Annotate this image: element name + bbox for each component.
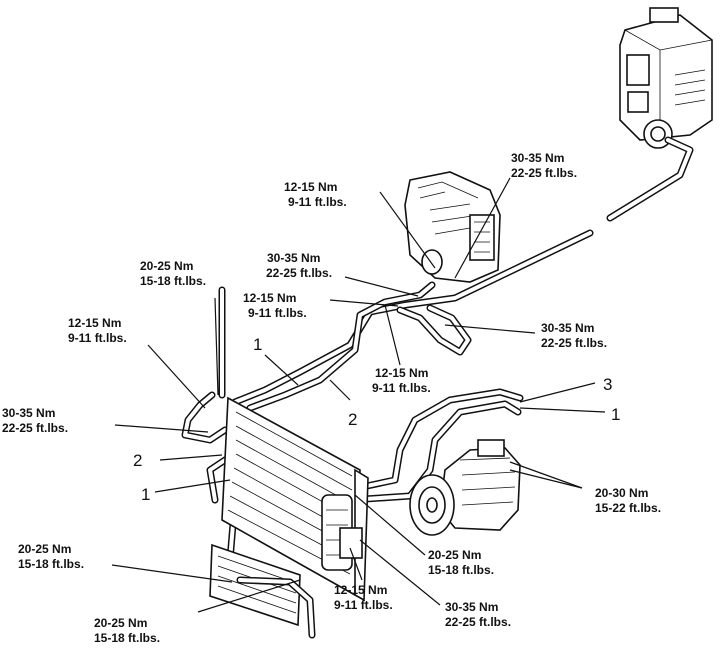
heater-hose — [606, 136, 694, 222]
callout-number: 3 — [603, 375, 612, 394]
torque-nm: 20-25 Nm — [94, 616, 147, 630]
torque-label-bottom-left: 20-25 Nm 15-18 ft.lbs. — [18, 542, 84, 571]
torque-nm: 30-35 Nm — [267, 251, 320, 265]
torque-ft: 15-18 ft.lbs. — [140, 274, 206, 288]
receiver-drier — [321, 494, 363, 571]
torque-label-compressor: 20-30 Nm 15-22 ft.lbs. — [595, 486, 661, 515]
torque-nm: 30-35 Nm — [511, 151, 564, 165]
torque-nm: 20-25 Nm — [140, 259, 193, 273]
torque-label-lower-center: 20-25 Nm 15-18 ft.lbs. — [428, 548, 494, 577]
torque-ft: 22-25 ft.lbs. — [266, 266, 332, 280]
callout-number: 1 — [141, 485, 150, 504]
torque-nm: 20-25 Nm — [428, 548, 481, 562]
torque-label-mid-lower: 12-15 Nm 9-11 ft.lbs. — [243, 291, 307, 320]
torque-nm: 20-25 Nm — [18, 542, 71, 556]
torque-nm: 12-15 Nm — [375, 366, 428, 380]
torque-nm: 30-35 Nm — [2, 406, 55, 420]
torque-label-left-mid: 30-35 Nm 22-25 ft.lbs. — [2, 406, 68, 435]
compressor — [409, 439, 521, 536]
torque-nm: 30-35 Nm — [541, 321, 594, 335]
torque-label-bottom-right: 30-35 Nm 22-25 ft.lbs. — [445, 600, 511, 629]
torque-ft: 22-25 ft.lbs. — [445, 615, 511, 629]
torque-ft: 9-11 ft.lbs. — [288, 195, 347, 209]
leader-lines — [111, 177, 606, 613]
torque-label-mid-upper: 30-35 Nm 22-25 ft.lbs. — [266, 251, 332, 280]
torque-ft: 22-25 ft.lbs. — [541, 336, 607, 350]
torque-ft: 22-25 ft.lbs. — [2, 421, 68, 435]
evaporator-unit — [404, 171, 501, 283]
torque-ft: 9-11 ft.lbs. — [68, 331, 127, 345]
torque-nm: 12-15 Nm — [334, 583, 387, 597]
torque-ft: 22-25 ft.lbs. — [511, 166, 577, 180]
torque-nm: 30-35 Nm — [445, 600, 498, 614]
callout-number: 2 — [133, 451, 142, 470]
torque-ft: 9-11 ft.lbs. — [334, 598, 393, 612]
torque-ft: 15-18 ft.lbs. — [18, 557, 84, 571]
torque-nm: 12-15 Nm — [68, 316, 121, 330]
callout-number: 2 — [348, 410, 357, 429]
torque-label-bottom-center: 12-15 Nm 9-11 ft.lbs. — [334, 583, 393, 612]
torque-label-right-mid: 30-35 Nm 22-25 ft.lbs. — [541, 321, 607, 350]
torque-label-evap-top-left: 12-15 Nm 9-11 ft.lbs. — [284, 180, 347, 209]
torque-label-evap-top-right: 30-35 Nm 22-25 ft.lbs. — [511, 151, 577, 180]
torque-label-bottom: 20-25 Nm 15-18 ft.lbs. — [94, 616, 160, 645]
torque-ft: 15-22 ft.lbs. — [595, 501, 661, 515]
callout-number: 1 — [611, 405, 620, 424]
torque-ft: 9-11 ft.lbs. — [248, 306, 307, 320]
torque-ft: 15-18 ft.lbs. — [94, 631, 160, 645]
torque-nm: 20-30 Nm — [595, 486, 648, 500]
torque-nm: 12-15 Nm — [243, 291, 296, 305]
callout-number: 1 — [253, 335, 262, 354]
torque-label-left-upper: 12-15 Nm 9-11 ft.lbs. — [68, 316, 127, 345]
torque-nm: 12-15 Nm — [284, 180, 337, 194]
heater-unit — [619, 7, 713, 149]
torque-ft: 9-11 ft.lbs. — [372, 381, 431, 395]
torque-label-rec-top: 20-25 Nm 15-18 ft.lbs. — [140, 259, 206, 288]
torque-ft: 15-18 ft.lbs. — [428, 563, 494, 577]
torque-label-center: 12-15 Nm 9-11 ft.lbs. — [372, 366, 431, 395]
